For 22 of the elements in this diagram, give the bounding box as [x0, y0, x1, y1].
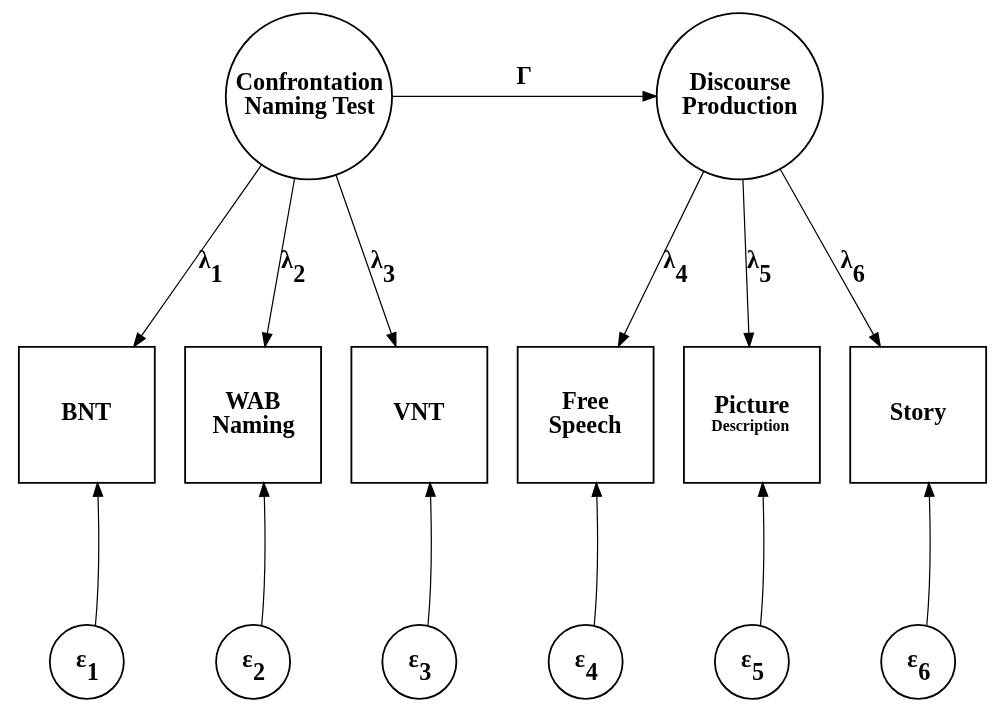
- arrow: [617, 171, 705, 349]
- edge-label: Γ: [516, 62, 532, 90]
- arrow: [757, 481, 769, 627]
- arrow: [258, 481, 270, 627]
- arrow: [92, 481, 104, 627]
- arrow: [335, 174, 397, 349]
- arrow: [261, 177, 296, 349]
- node-box: Story: [849, 346, 988, 484]
- node-box: VNT: [350, 346, 489, 484]
- node-box: Free Speech: [516, 346, 655, 484]
- node-box: WAB Naming: [184, 346, 322, 484]
- arrow: [132, 164, 263, 349]
- node-circle: Confrontation Naming Test: [224, 12, 393, 181]
- arrow: [742, 179, 755, 349]
- arrow: [779, 168, 882, 349]
- arrow: [425, 481, 437, 627]
- arrow: [591, 481, 603, 627]
- arrow: [391, 90, 659, 102]
- node-box: Picture Description: [683, 346, 821, 484]
- node-circle: Discourse Production: [655, 12, 824, 181]
- arrow: [923, 481, 935, 627]
- node-box: BNT: [17, 346, 156, 484]
